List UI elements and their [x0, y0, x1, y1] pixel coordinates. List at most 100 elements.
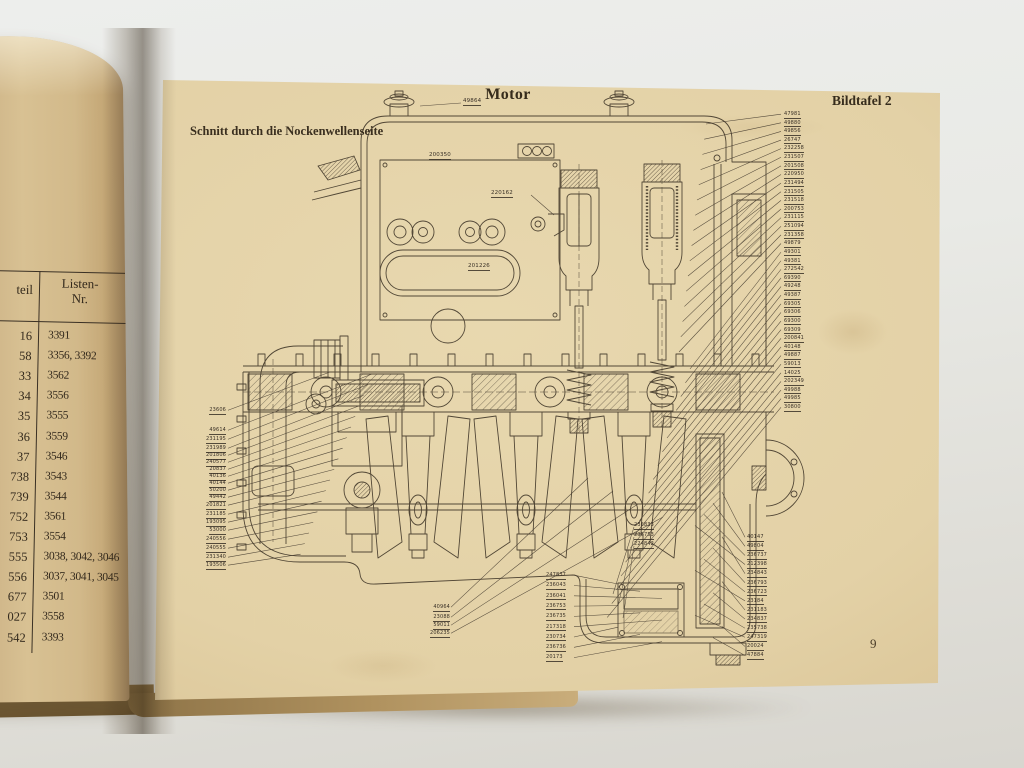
part-cell: 556	[8, 569, 28, 585]
leader-line	[227, 426, 352, 470]
part-number-label: 50200	[209, 487, 226, 495]
part-number-label: 49879	[784, 240, 801, 248]
leader-line	[573, 595, 663, 599]
leader-line	[227, 437, 347, 477]
part-number-label: 247319	[747, 634, 767, 642]
leader-line	[573, 574, 619, 585]
part-cell: 753	[8, 529, 28, 544]
connecting-rod	[473, 411, 579, 559]
table-col2-header-line2: Nr.	[71, 290, 89, 307]
leader-line	[573, 634, 641, 648]
leader-line	[705, 113, 782, 125]
drain-plug	[709, 642, 747, 666]
plate-number: Bildtafel 2	[832, 93, 892, 108]
engine-cover-inner	[366, 121, 727, 366]
part-number-label: 26747	[784, 136, 801, 145]
leader-line	[712, 547, 746, 583]
leader-line	[704, 122, 782, 140]
leader-line	[573, 626, 619, 638]
leader-line	[675, 277, 782, 411]
part-number-label: 231195	[206, 436, 226, 444]
part-number-label: 40144	[209, 480, 226, 488]
part-number-label: 235738	[747, 625, 767, 633]
filler-cap-icon	[383, 90, 415, 117]
table-row: 753 3554	[0, 528, 124, 552]
part-cell: 752	[9, 509, 29, 524]
listen-nr-cell: 3562	[47, 369, 70, 382]
leader-line	[227, 394, 364, 449]
part-number-label: 231183	[747, 606, 767, 615]
leader-line	[666, 295, 782, 439]
part-number-label: 206235	[430, 630, 450, 638]
leader-line	[227, 371, 331, 411]
leader-line	[721, 581, 746, 611]
part-number-label: 200753	[784, 205, 804, 214]
leader-line	[703, 558, 746, 593]
part-number-label: 236736	[546, 644, 566, 652]
leader-line	[680, 234, 782, 337]
part-number-label: 231340	[206, 554, 226, 562]
table-col2-header-line1: Listen-	[61, 275, 99, 292]
leader-line	[694, 525, 746, 565]
right-book-page: Motor Bildtafel 2 Schnitt durch die Nock…	[155, 80, 940, 700]
part-number-label: 236793	[747, 579, 767, 587]
part-number-label: 247837	[546, 572, 566, 580]
part-cell: 542	[6, 630, 26, 645]
leader-line	[227, 384, 368, 440]
leader-line	[712, 503, 746, 547]
leader-line	[227, 543, 305, 558]
page-number: 9	[870, 636, 877, 651]
part-number-label: 201821	[206, 502, 226, 510]
intake-elbow-pipe	[251, 335, 349, 544]
leader-line	[227, 447, 343, 484]
leader-line	[652, 320, 782, 480]
part-number-label: 236041	[546, 592, 566, 601]
table-rule-header	[0, 319, 129, 325]
part-number-label: 49381	[784, 257, 801, 266]
part-number-label: 217318	[546, 623, 566, 631]
leader-line	[227, 532, 310, 549]
part-number-label: 231185	[206, 511, 226, 519]
listen-nr-cell: 3543	[44, 469, 68, 483]
listen-nr-cell: 3393	[41, 630, 64, 644]
oil-gallery	[379, 249, 521, 297]
leader-line	[685, 260, 782, 383]
leader-line	[450, 503, 639, 626]
leader-line	[227, 479, 331, 506]
part-number-label: 236735	[546, 613, 566, 621]
listen-nr-cell: 3554	[43, 530, 66, 543]
part-number-label: 20173	[546, 654, 563, 662]
leader-line	[573, 619, 663, 627]
part-number-label: 40964	[433, 604, 450, 612]
listen-nr-cell: 3501	[42, 590, 65, 604]
part-number-label: 236043	[546, 582, 566, 590]
diagram-subtitle: Schnitt durch die Nockenwellenseite	[190, 124, 384, 138]
part-number-label: 236833	[634, 522, 654, 530]
part-number-label: 23184	[747, 597, 764, 606]
part-cell: 33	[18, 368, 32, 384]
listen-nr-cell: 3391	[47, 329, 70, 342]
leader-line	[703, 514, 746, 556]
leader-line	[450, 516, 664, 634]
table-row: 542 3393	[0, 628, 122, 652]
part-number-label: 49887	[784, 352, 801, 360]
part-cell: 36	[17, 429, 31, 444]
leader-line	[721, 626, 746, 647]
table-row: 33 3562	[0, 367, 127, 391]
part-number-label: 49248	[784, 283, 801, 291]
part-number-label: 240556	[206, 536, 226, 544]
valve-assembly	[558, 164, 600, 434]
part-number-label: 224842	[634, 541, 654, 549]
part-cell: 739	[9, 489, 29, 504]
leader-line	[227, 469, 335, 498]
leader-line	[612, 526, 635, 595]
engine-cross-section-diagram	[227, 90, 805, 666]
listen-nr-cell: 3555	[46, 409, 69, 423]
listen-nr-cell: 3038, 3042, 3046	[43, 550, 120, 564]
part-number-label: 193095	[206, 519, 226, 527]
leader-line	[227, 490, 326, 515]
